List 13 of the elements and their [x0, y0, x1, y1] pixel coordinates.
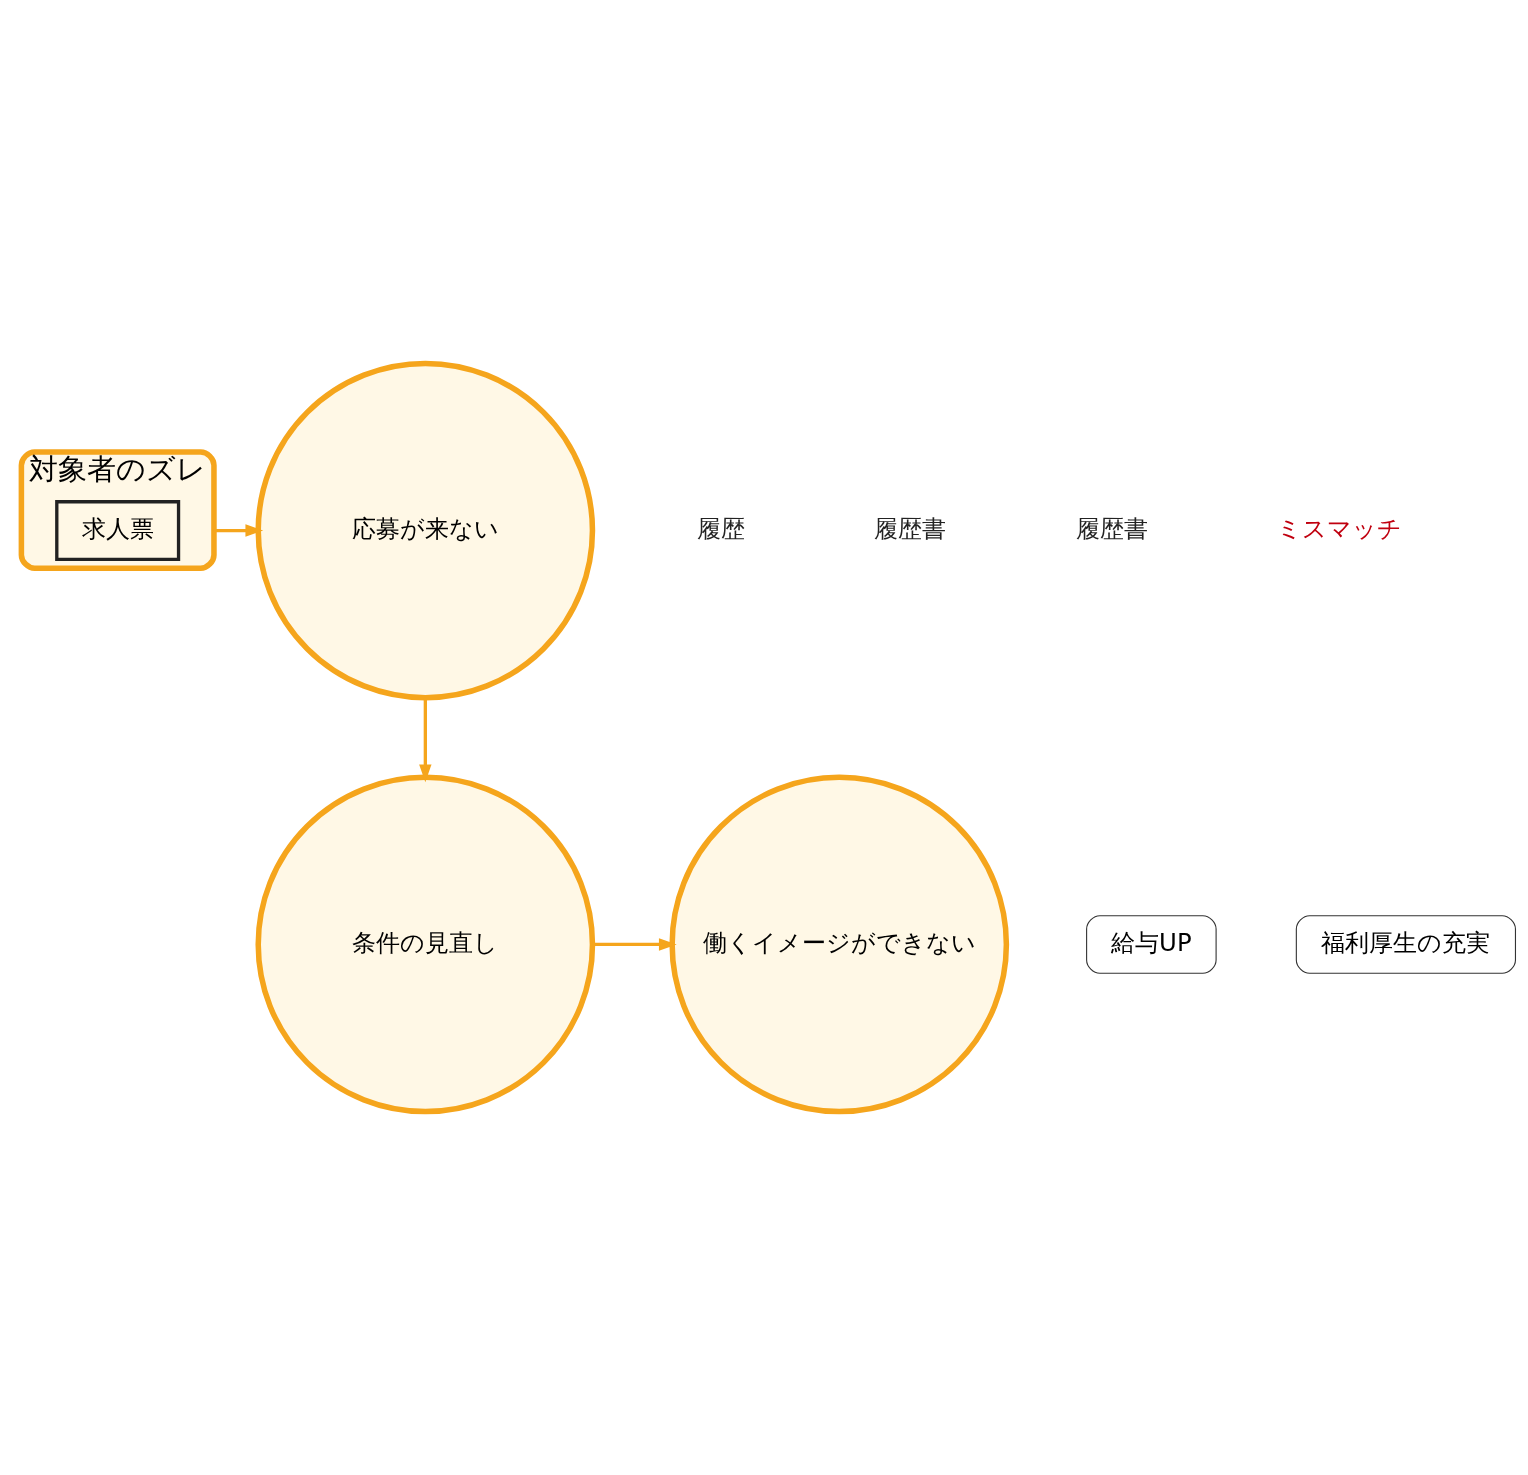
- label: 履歴書: [874, 513, 947, 543]
- node-box: 求人票: [55, 500, 181, 561]
- node-circle: 条件の見直し: [255, 774, 596, 1115]
- arrow: [592, 938, 677, 951]
- arrow: [419, 697, 432, 783]
- label: ミスマッチ: [1277, 513, 1402, 543]
- node-circle: 応募が来ない: [255, 360, 596, 701]
- node-box: 給与UP: [1086, 915, 1217, 974]
- node-circle: 働くイメージができない: [669, 774, 1010, 1115]
- label: 履歴: [696, 513, 745, 543]
- node-box: 福利厚生の充実: [1295, 915, 1517, 974]
- arrow: [213, 524, 264, 537]
- label: 履歴書: [1075, 513, 1148, 543]
